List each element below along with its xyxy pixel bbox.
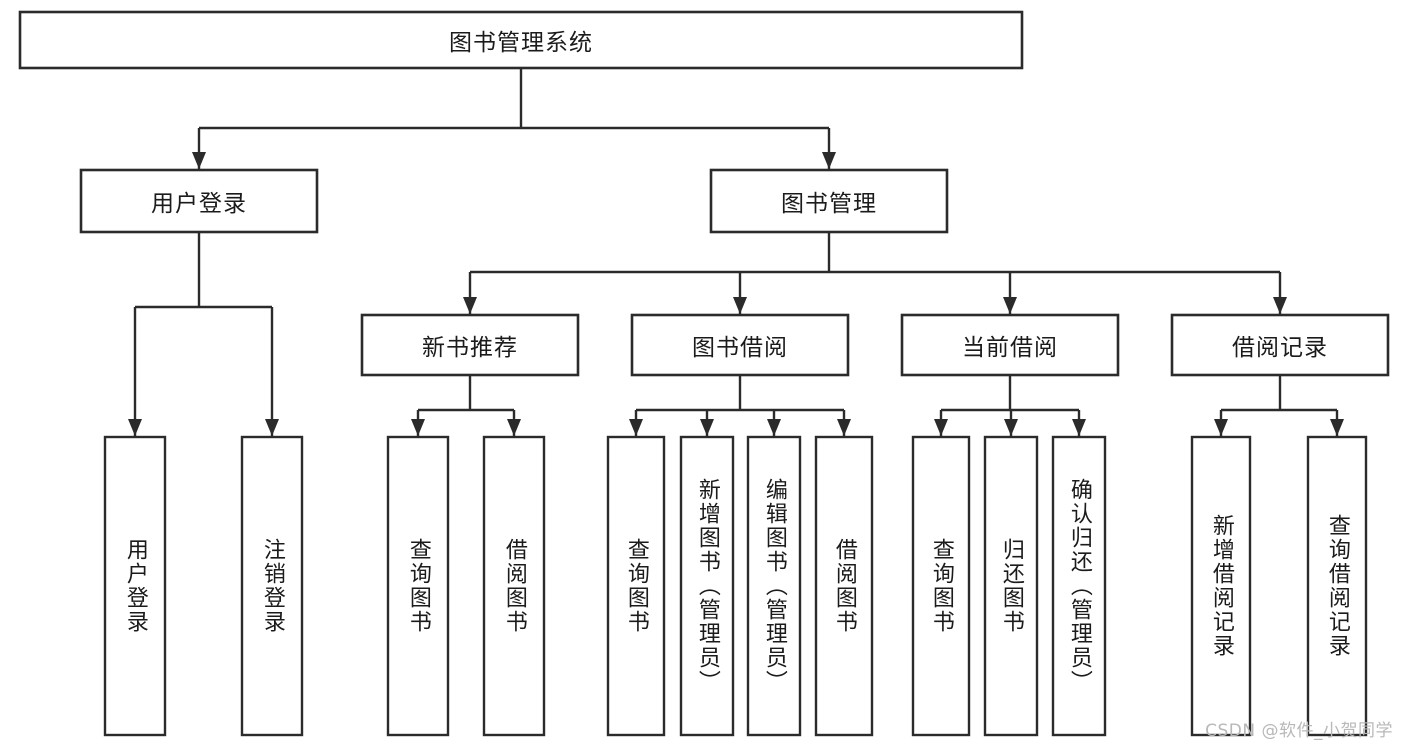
edges-layer <box>128 68 1344 436</box>
nodes-layer <box>18 10 1390 737</box>
arrow-head-icon-user-login <box>192 152 206 169</box>
arrow-head-icon-user-login-do <box>128 419 142 436</box>
arrow-head-icon-new-book-recommend <box>463 297 477 314</box>
node-box-cb-return-book[interactable] <box>983 435 1039 737</box>
arrow-head-icon-bb-borrow-book <box>837 419 851 436</box>
node-box-user-login[interactable] <box>79 168 319 234</box>
arrow-head-icon-cb-return-book <box>1004 419 1018 436</box>
arrow-head-icon-nbr-borrow-book <box>507 419 521 436</box>
arrow-head-icon-cb-query-book <box>934 419 948 436</box>
node-box-user-logout[interactable] <box>240 435 304 737</box>
node-box-bb-query-book[interactable] <box>606 435 666 737</box>
arrow-head-icon-cb-confirm-return <box>1072 419 1086 436</box>
arrow-head-icon-bb-add-book <box>700 419 714 436</box>
node-box-book-borrow[interactable] <box>630 313 850 377</box>
node-box-user-login-do[interactable] <box>103 435 167 737</box>
node-box-bb-edit-book[interactable] <box>746 435 802 737</box>
node-box-root[interactable] <box>18 10 1024 70</box>
arrow-head-icon-current-borrow <box>1003 297 1017 314</box>
node-box-borrow-records[interactable] <box>1170 313 1390 377</box>
node-box-nbr-query-book[interactable] <box>386 435 450 737</box>
arrow-head-icon-book-manage <box>822 152 836 169</box>
node-box-book-manage[interactable] <box>709 168 949 234</box>
node-box-cb-confirm-return[interactable] <box>1051 435 1107 737</box>
arrow-head-icon-br-add-record <box>1214 419 1228 436</box>
arrow-head-icon-borrow-records <box>1273 297 1287 314</box>
node-box-bb-borrow-book[interactable] <box>814 435 874 737</box>
arrow-head-icon-bb-edit-book <box>767 419 781 436</box>
arrow-head-icon-nbr-query-book <box>411 419 425 436</box>
arrow-head-icon-bb-query-book <box>629 419 643 436</box>
watermark-text: CSDN @软件_小贺同学 <box>1205 721 1393 741</box>
arrow-head-icon-user-logout <box>265 419 279 436</box>
node-box-new-book-recommend[interactable] <box>360 313 580 377</box>
node-box-br-add-record[interactable] <box>1190 435 1252 737</box>
node-box-bb-add-book[interactable] <box>679 435 735 737</box>
node-box-br-query-record[interactable] <box>1306 435 1368 737</box>
arrow-head-icon-br-query-record <box>1330 419 1344 436</box>
node-box-cb-query-book[interactable] <box>911 435 971 737</box>
node-box-current-borrow[interactable] <box>900 313 1120 377</box>
arrow-head-icon-book-borrow <box>733 297 747 314</box>
node-box-nbr-borrow-book[interactable] <box>482 435 546 737</box>
